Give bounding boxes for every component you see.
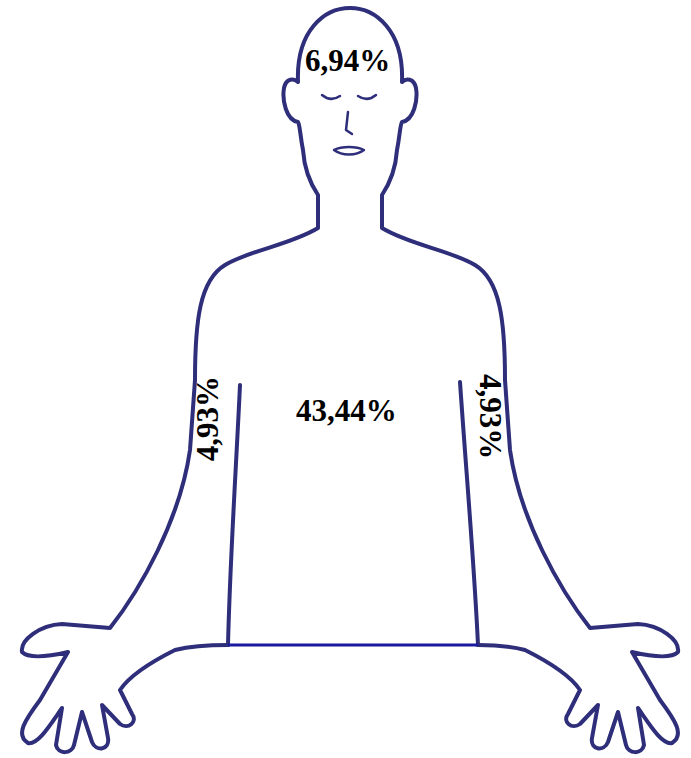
arm-share: 4,93% bbox=[192, 376, 223, 461]
eye bbox=[322, 95, 340, 99]
body-outline bbox=[22, 8, 678, 752]
arm-share: 4,93% bbox=[475, 374, 506, 459]
torso-line bbox=[228, 385, 240, 645]
mouth bbox=[334, 147, 364, 155]
nose bbox=[346, 112, 352, 134]
head-share: 6,94% bbox=[305, 45, 390, 76]
eye bbox=[358, 95, 376, 99]
torso-share: 43,44% bbox=[296, 395, 397, 426]
waist-line bbox=[228, 644, 478, 647]
